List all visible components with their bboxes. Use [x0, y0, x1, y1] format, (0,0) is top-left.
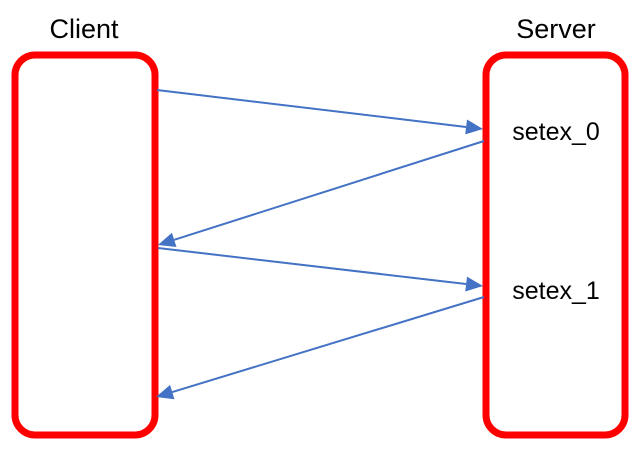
- server-title: Server: [516, 14, 596, 44]
- server-box[interactable]: [482, 51, 629, 439]
- server-label-setex-1: setex_1: [512, 277, 600, 305]
- arrow-head-request-1: [465, 119, 483, 135]
- lane-client[interactable]: Client: [11, 14, 159, 439]
- client-box[interactable]: [11, 51, 159, 439]
- arrow-line-request-1: [156, 89, 467, 128]
- arrow-request-2[interactable]: [157, 247, 483, 292]
- arrow-request-1[interactable]: [156, 89, 483, 135]
- server-label-setex-0: setex_0: [512, 118, 600, 146]
- arrow-response-2[interactable]: [156, 296, 485, 400]
- arrow-line-response-2: [171, 296, 485, 393]
- arrow-head-response-1: [158, 232, 177, 247]
- arrow-response-1[interactable]: [158, 140, 485, 247]
- arrow-line-response-1: [173, 140, 485, 241]
- arrow-head-request-2: [465, 276, 483, 292]
- arrow-head-response-2: [156, 384, 175, 400]
- lane-server[interactable]: Server setex_0 setex_1: [482, 14, 629, 439]
- client-title: Client: [49, 14, 119, 44]
- arrow-line-request-2: [157, 247, 467, 286]
- message-arrows: [156, 89, 485, 400]
